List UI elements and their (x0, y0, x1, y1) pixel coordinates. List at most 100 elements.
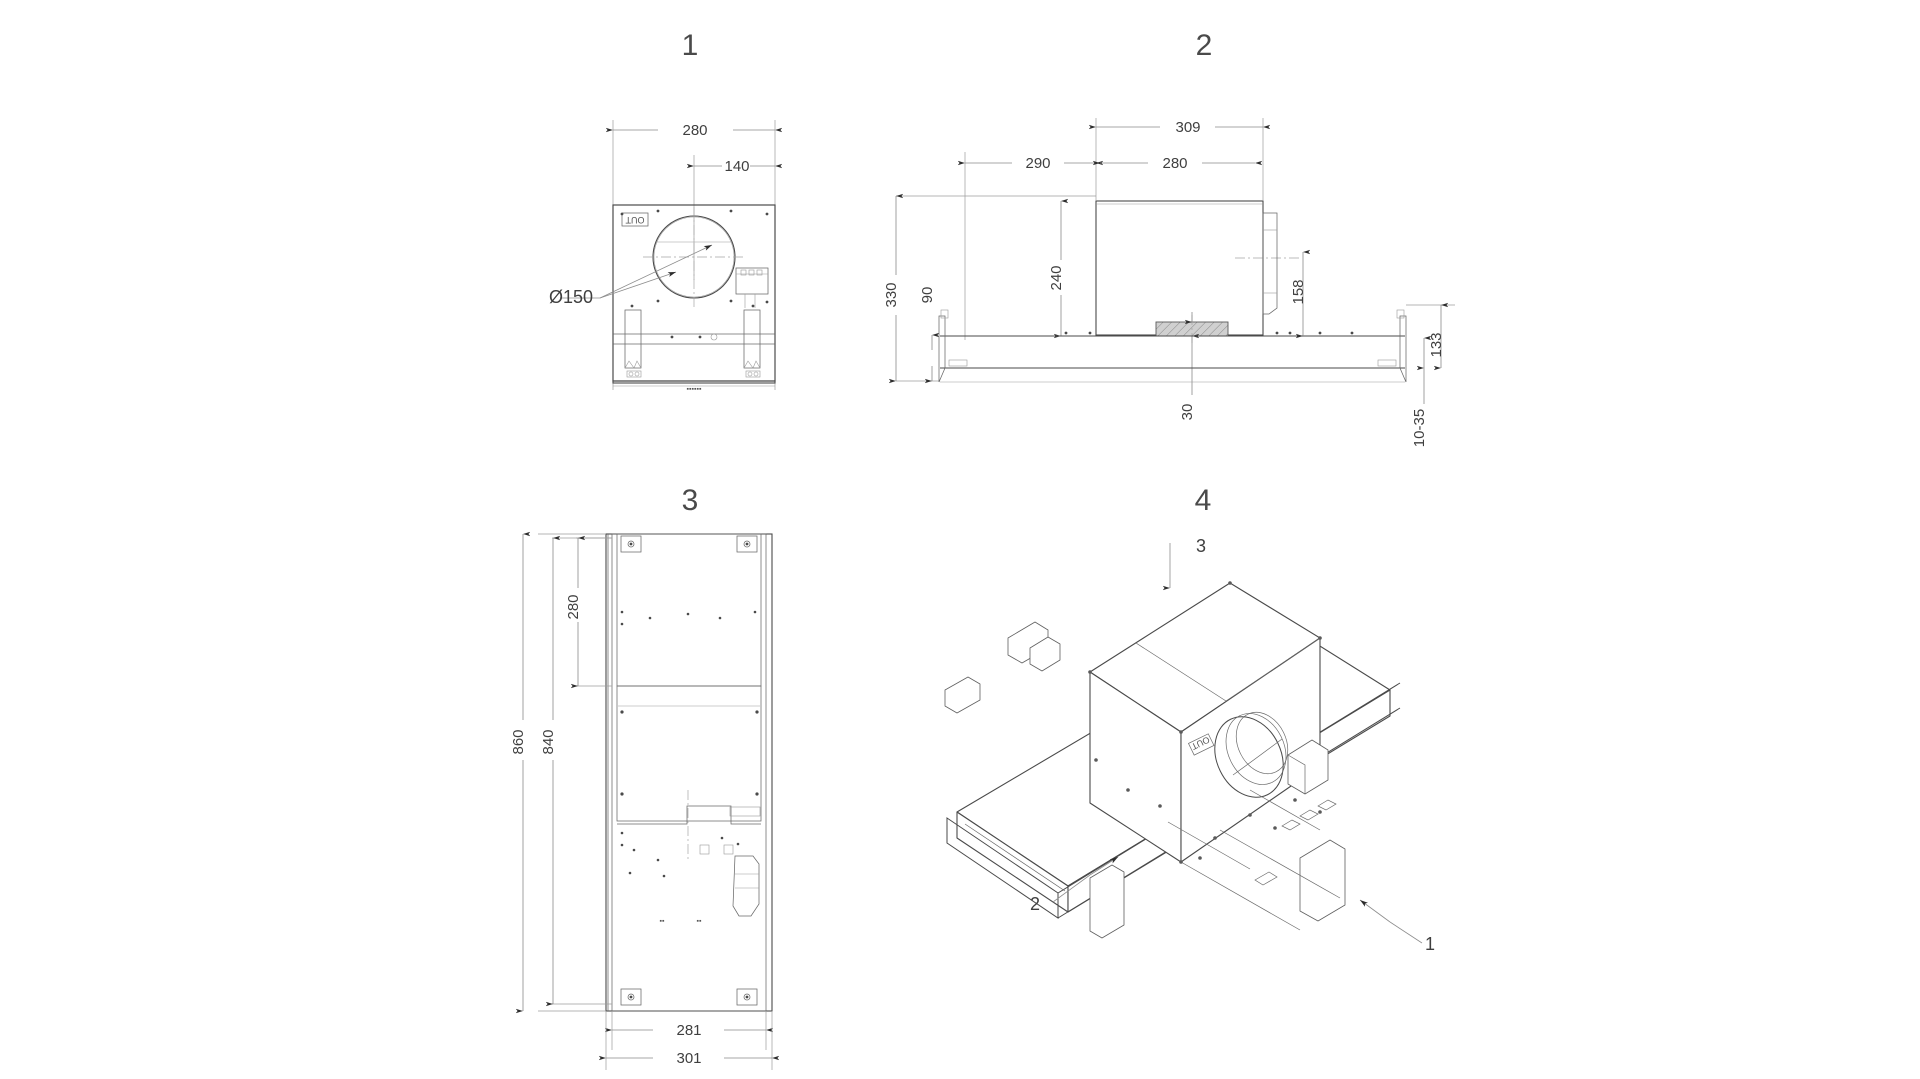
view1-dot-4 (698, 335, 702, 339)
view4-callout-2-arrow (1089, 856, 1119, 876)
view3-dot-14 (656, 858, 660, 862)
view3-dim-301-text: 301 (676, 1050, 701, 1067)
view4-out-badge (1188, 733, 1215, 756)
view2-mark-3 (1318, 331, 1322, 335)
view2-dim-158-text: 158 (1290, 279, 1307, 304)
view3-holecentre-bl (629, 995, 633, 999)
view4-screw-7 (1158, 804, 1162, 808)
view1-dia-leader-diag (599, 244, 713, 299)
view1-foot-right (745, 370, 761, 378)
view1-dot-1 (630, 304, 634, 308)
view4-callout-1-label: 1 (1425, 934, 1435, 954)
view1-out-label: OUT (625, 215, 645, 225)
view3-dot-15 (628, 871, 632, 875)
view3-holecentre-tr (745, 542, 749, 546)
view2-mark-5 (1088, 331, 1092, 335)
view4-duct-flap (1232, 738, 1283, 776)
view4-callout-2-leader (1052, 874, 1091, 903)
view3-holecentre-tl (629, 542, 633, 546)
view1-dim-280-text: 280 (682, 122, 707, 139)
view3-dot-9 (620, 792, 624, 796)
view1-dot-3 (670, 335, 674, 339)
view1-out-badge (621, 212, 649, 227)
view4-base-seam-3 (1167, 821, 1251, 870)
view1-spring-left (624, 360, 642, 369)
view2-bracket-left-tab (940, 309, 949, 319)
view-4-number: 4 (1195, 484, 1212, 517)
view3-top-section (616, 533, 762, 687)
view3-dot-3 (648, 616, 652, 620)
view3-dot-18 (736, 842, 740, 846)
view1-foot-hole-l2 (634, 371, 640, 377)
view3-dot-13 (632, 848, 636, 852)
view4-base-seam-2 (1219, 829, 1341, 899)
view2-mark-1 (1275, 331, 1279, 335)
view2-bracket-right-tab (1396, 309, 1405, 319)
view3-hole-br (743, 993, 751, 1001)
view3-dot-12 (620, 843, 624, 847)
view4-screw-3 (1213, 836, 1217, 840)
view4-screw-12 (1179, 860, 1183, 864)
view3-dim-280-text: 280 (565, 594, 582, 619)
view3-hole-bl (627, 993, 635, 1001)
view3-dot-11 (620, 831, 624, 835)
view4-duct-inner-ring (1225, 713, 1287, 785)
view2-bracket-right (1399, 315, 1407, 383)
view3-dim-860-text: 860 (510, 729, 527, 754)
view1-connector-pin3 (756, 269, 763, 276)
view4-clip-detail-1 (1281, 819, 1301, 831)
view1-dot-8 (729, 209, 733, 213)
view3-dot-8 (755, 710, 759, 714)
view-1-group: 1 280 140 OUT (549, 29, 783, 393)
view1-bottom-marks: ▪▪▪▪▪▪ (687, 386, 702, 393)
view3-control-module (732, 855, 760, 917)
view2-bracket-left (938, 315, 946, 383)
view2-dim-1035-text: 10-35 (1411, 409, 1428, 447)
view2-dim-290-text: 290 (1025, 155, 1050, 172)
view4-electrical-box-seam (1287, 754, 1306, 794)
view2-clip-left (948, 359, 968, 367)
view-3-group: 3 (510, 484, 780, 1070)
view4-clip-detail-4 (1254, 871, 1278, 886)
view4-clip-detail-2 (1299, 809, 1319, 821)
view3-dot-5 (718, 616, 722, 620)
view3-dot-2 (620, 622, 624, 626)
view3-hole-tl (627, 540, 635, 548)
view3-dot-6 (753, 610, 757, 614)
view3-holecentre-br (745, 995, 749, 999)
view4-screw-13 (1318, 636, 1322, 640)
view3-mark-text-2: ▪▪ (697, 918, 702, 925)
view1-foot-hole-r2 (753, 371, 759, 377)
view2-mark-4 (1350, 331, 1354, 335)
view3-dim-281-text: 281 (676, 1022, 701, 1039)
view4-callout-3-label: 3 (1196, 536, 1206, 556)
view1-dim-140-text: 140 (724, 158, 749, 175)
view1-connector-block (735, 267, 769, 295)
view4-screw-2 (1273, 826, 1277, 830)
view4-screw-8 (1126, 788, 1130, 792)
view4-base-seam-4 (1249, 789, 1321, 831)
view4-duct-flap-ring (1235, 712, 1289, 774)
view1-connector-pin2 (748, 269, 755, 276)
view2-mark-2 (1288, 331, 1292, 335)
view3-bracket-br (736, 988, 758, 1006)
view4-screw-11 (1179, 730, 1183, 734)
view1-foot-left (626, 370, 642, 378)
view4-callout-1-arrow (1359, 899, 1391, 923)
view1-dot-6 (620, 212, 624, 216)
view4-duct-outer-ring (1214, 716, 1284, 798)
view1-spring-right (743, 360, 761, 369)
view2-dim-309-text: 309 (1175, 119, 1200, 136)
view2-motor-box (1095, 200, 1264, 336)
view1-dot-10 (656, 299, 660, 303)
view4-screw-10 (1088, 670, 1092, 674)
view3-bracket-tr (736, 535, 758, 553)
view3-dot-1 (620, 610, 624, 614)
view4-callout-2-label: 2 (1030, 894, 1040, 914)
view4-screw-1 (1248, 813, 1252, 817)
view2-dim-90-text: 90 (919, 287, 936, 304)
view1-foot-hole-l1 (628, 371, 634, 377)
view-2-number: 2 (1196, 29, 1213, 62)
view4-screw-4 (1293, 798, 1297, 802)
